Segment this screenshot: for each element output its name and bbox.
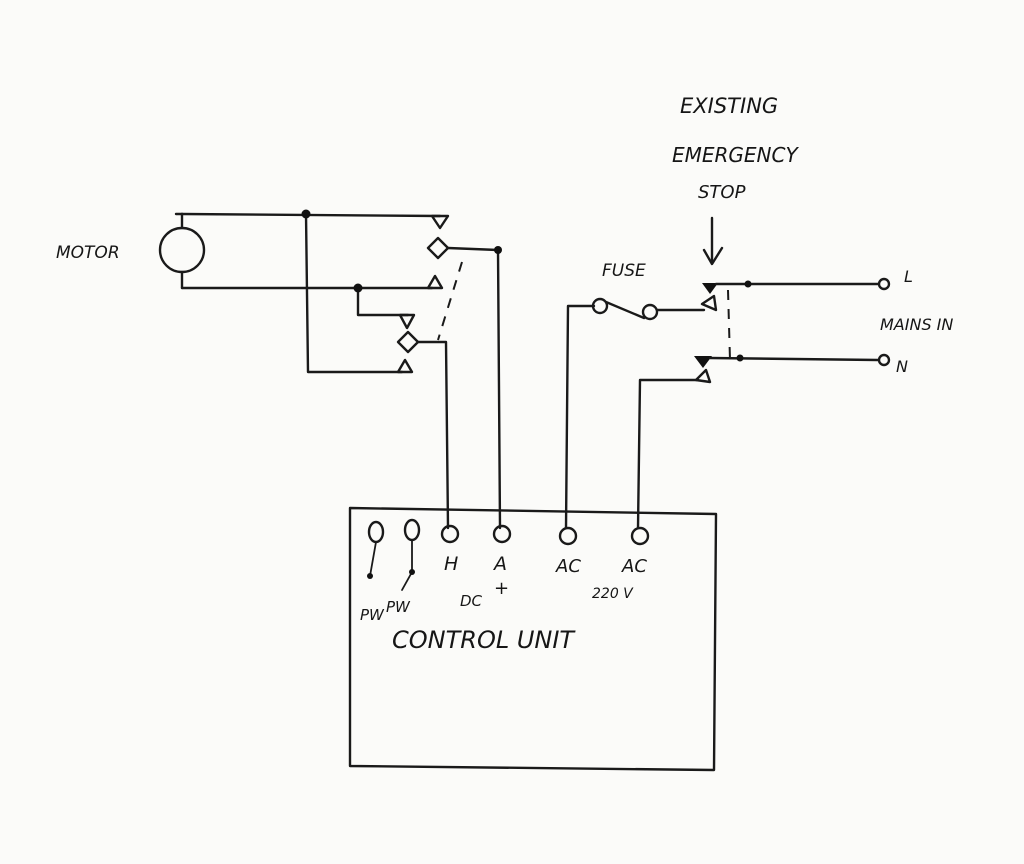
reversing-switch xyxy=(180,209,502,530)
ac-wire-2 xyxy=(636,378,700,530)
switch-contact xyxy=(396,358,414,374)
terminal-a-label: A xyxy=(492,553,507,575)
pw-terminal-1 xyxy=(367,520,385,544)
stop-label: STOP xyxy=(698,182,746,203)
motor-top-wire xyxy=(180,212,442,218)
terminal-ac-1 xyxy=(558,526,578,546)
line-terminal xyxy=(877,277,891,291)
stop-contact xyxy=(694,356,712,368)
dc-label: DC xyxy=(460,592,483,610)
crossover-wire-1 xyxy=(304,212,404,374)
crossover-wire-2 xyxy=(356,286,410,317)
control-unit-label: CONTROL UNIT xyxy=(392,626,576,654)
switch-common xyxy=(426,236,450,260)
junction-dot xyxy=(744,280,752,288)
ac-wire-1 xyxy=(564,304,596,530)
emergency-label: EMERGENCY xyxy=(672,143,799,167)
line-label: L xyxy=(904,267,913,286)
fuse-terminal xyxy=(641,303,659,321)
fuse-label: FUSE xyxy=(602,261,646,281)
fuse-link xyxy=(604,300,646,320)
switch-contact xyxy=(398,313,416,330)
voltage-label: 220 V xyxy=(592,586,634,602)
switch-mechanical-link xyxy=(437,261,463,341)
control-unit-box xyxy=(348,506,718,772)
existing-label: EXISTING xyxy=(680,94,778,118)
pw-terminal-2 xyxy=(403,518,421,542)
junction-dot xyxy=(353,283,363,293)
switch-common xyxy=(396,330,420,354)
wire-to-terminal-h xyxy=(416,340,450,530)
motor-symbol xyxy=(158,212,206,290)
control-unit xyxy=(348,506,718,772)
terminal-ac-2 xyxy=(630,526,650,546)
wire-to-terminal-a xyxy=(446,246,502,530)
neutral-terminal xyxy=(877,353,891,367)
motor-circle xyxy=(158,226,206,274)
junction-dot xyxy=(494,246,502,254)
pw-label-2: PW xyxy=(386,598,411,616)
fuse-circuit xyxy=(564,297,706,530)
pw-label-1: PW xyxy=(360,606,385,624)
neutral-label: N xyxy=(896,357,908,376)
terminal-a xyxy=(492,524,512,544)
ac-label-1: AC xyxy=(555,556,581,577)
terminal-a-sign: + xyxy=(494,578,509,599)
motor-label: MOTOR xyxy=(56,243,120,263)
emergency-stop xyxy=(694,216,880,384)
terminal-h xyxy=(440,524,460,544)
terminal-h-label: H xyxy=(444,553,458,575)
junction-dot xyxy=(736,354,744,362)
switch-contact xyxy=(430,214,450,230)
stop-mechanical-link xyxy=(727,289,731,361)
stop-contact xyxy=(702,283,718,294)
fuse-terminal xyxy=(591,297,609,315)
switch-contact xyxy=(426,274,444,290)
ac-label-2: AC xyxy=(621,556,647,577)
mains-terminals xyxy=(877,277,891,367)
stop-contact xyxy=(700,294,718,312)
stop-contact xyxy=(694,368,712,384)
junction-dot xyxy=(301,209,311,219)
neutral-wire xyxy=(708,356,880,362)
mains-in-label: MAINS IN xyxy=(880,315,953,334)
